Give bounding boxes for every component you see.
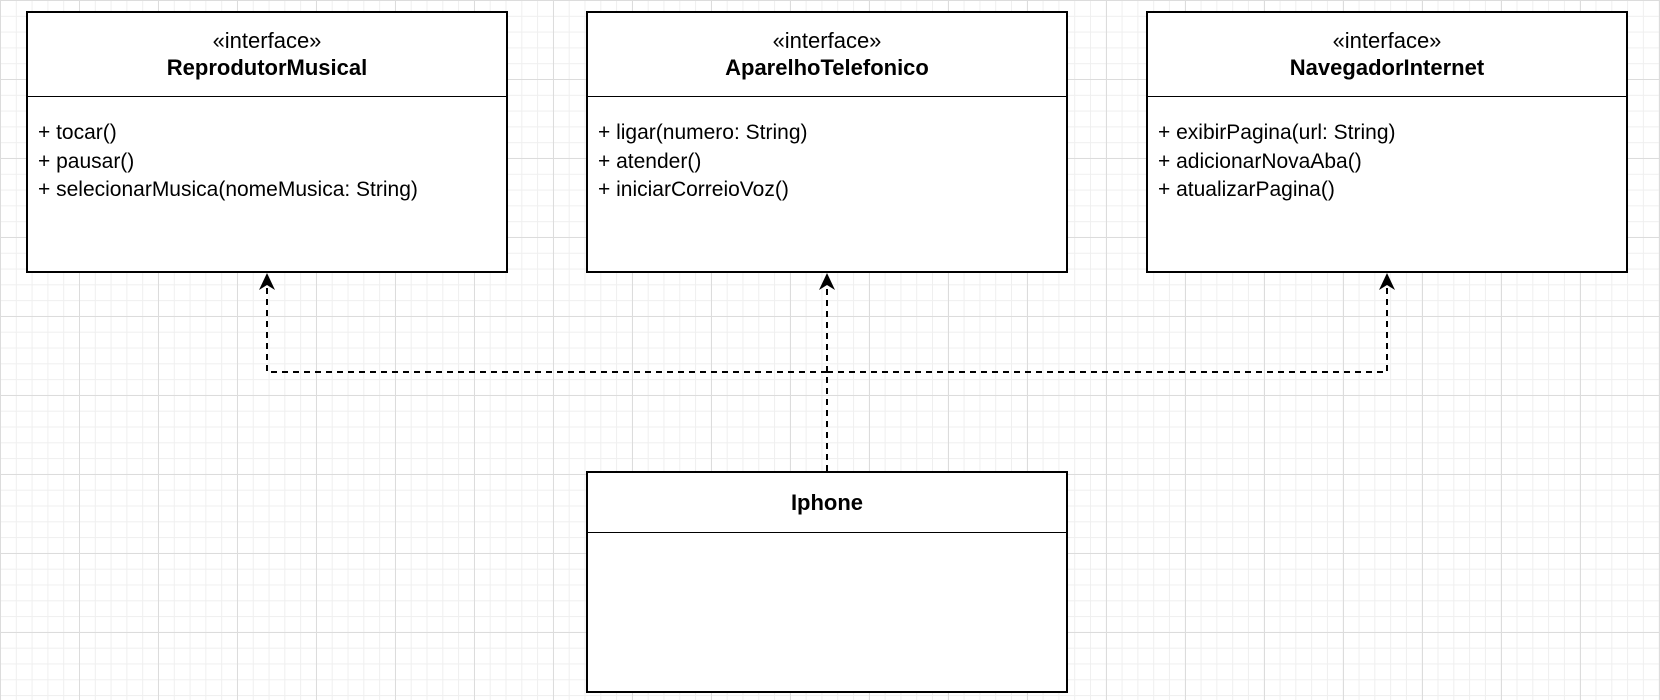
stereotype-label: «interface» — [212, 27, 322, 53]
methods-compartment: + exibirPagina(url: String) + adicionarN… — [1148, 97, 1626, 205]
method: + adicionarNovaAba() — [1158, 149, 1362, 173]
class-header: «interface» AparelhoTelefonico — [588, 13, 1066, 97]
stereotype-label: «interface» — [1332, 27, 1442, 53]
class-name: AparelhoTelefonico — [725, 54, 929, 80]
methods-compartment: + tocar() + pausar() + selecionarMusica(… — [28, 97, 506, 205]
arrowhead-navegador — [1379, 273, 1395, 290]
class-name: Iphone — [790, 489, 864, 515]
interface-navegador-internet[interactable]: «interface» NavegadorInternet + exibirPa… — [1146, 11, 1628, 273]
method: + exibirPagina(url: String) — [1158, 121, 1396, 144]
class-name: ReprodutorMusical — [166, 54, 368, 80]
method: + pausar() — [38, 149, 135, 173]
method: + atualizarPagina() — [1158, 178, 1335, 201]
method: + iniciarCorreioVoz() — [598, 178, 789, 201]
interface-aparelho-telefonico[interactable]: «interface» AparelhoTelefonico + ligar(n… — [586, 11, 1068, 273]
class-header: Iphone — [588, 473, 1066, 533]
method: + ligar(numero: String) — [598, 121, 808, 144]
connector-to-reprodutor[interactable] — [266, 279, 827, 373]
arrowhead-aparelho — [819, 273, 835, 290]
interface-reprodutor-musical[interactable]: «interface» ReprodutorMusical + tocar() … — [26, 11, 508, 273]
class-name: NavegadorInternet — [1289, 54, 1485, 80]
stereotype-label: «interface» — [772, 27, 882, 53]
methods-compartment: + ligar(numero: String) + atender() + in… — [588, 97, 1066, 205]
arrowhead-reprodutor — [259, 273, 275, 290]
method: + selecionarMusica(nomeMusica: String) — [38, 178, 418, 201]
class-iphone[interactable]: Iphone — [586, 471, 1068, 693]
class-header: «interface» NavegadorInternet — [1148, 13, 1626, 97]
method: + atender() — [598, 149, 702, 173]
empty-compartment — [588, 533, 1066, 555]
method: + tocar() — [38, 121, 117, 144]
class-header: «interface» ReprodutorMusical — [28, 13, 506, 97]
connector-to-navegador[interactable] — [827, 279, 1388, 373]
